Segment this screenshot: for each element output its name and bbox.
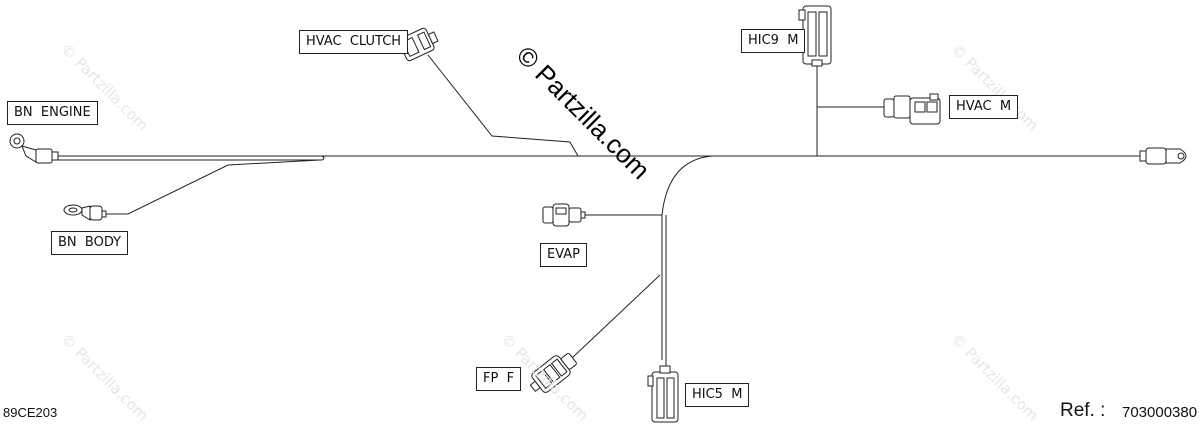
lower-branch-wire — [661, 155, 713, 360]
diagram-code: 89CE203 — [3, 405, 58, 420]
evap-connector-icon — [542, 203, 586, 227]
bn-body-wire — [105, 159, 321, 215]
ref-label: Ref. : — [1060, 400, 1106, 421]
bn-body-terminal-icon — [63, 204, 107, 221]
label-fp-f: FP F — [476, 367, 522, 391]
label-hvac-clutch: HVAC CLUTCH — [299, 30, 409, 54]
label-evap: EVAP — [540, 243, 588, 267]
bn-engine-terminal-icon — [9, 133, 59, 164]
hic9-connector-icon — [798, 5, 832, 67]
right-ring-terminal-icon — [1139, 147, 1187, 165]
hic5-connector-icon — [647, 365, 679, 423]
fp-f-wire — [571, 274, 661, 359]
label-bn-body: BN BODY — [51, 231, 129, 255]
label-bn-engine: BN ENGINE — [7, 101, 98, 125]
hvac-m-connector-icon — [883, 93, 941, 125]
fp-f-connector-icon — [529, 352, 577, 393]
hvac-clutch-wire — [427, 54, 579, 157]
label-hic5-m: HIC5 M — [685, 383, 750, 407]
trunk-split-wire — [58, 155, 325, 161]
label-hic9-m: HIC9 M — [741, 29, 806, 53]
ref-number: 703000380 — [1122, 404, 1198, 421]
label-hvac-m: HVAC M — [949, 95, 1019, 119]
